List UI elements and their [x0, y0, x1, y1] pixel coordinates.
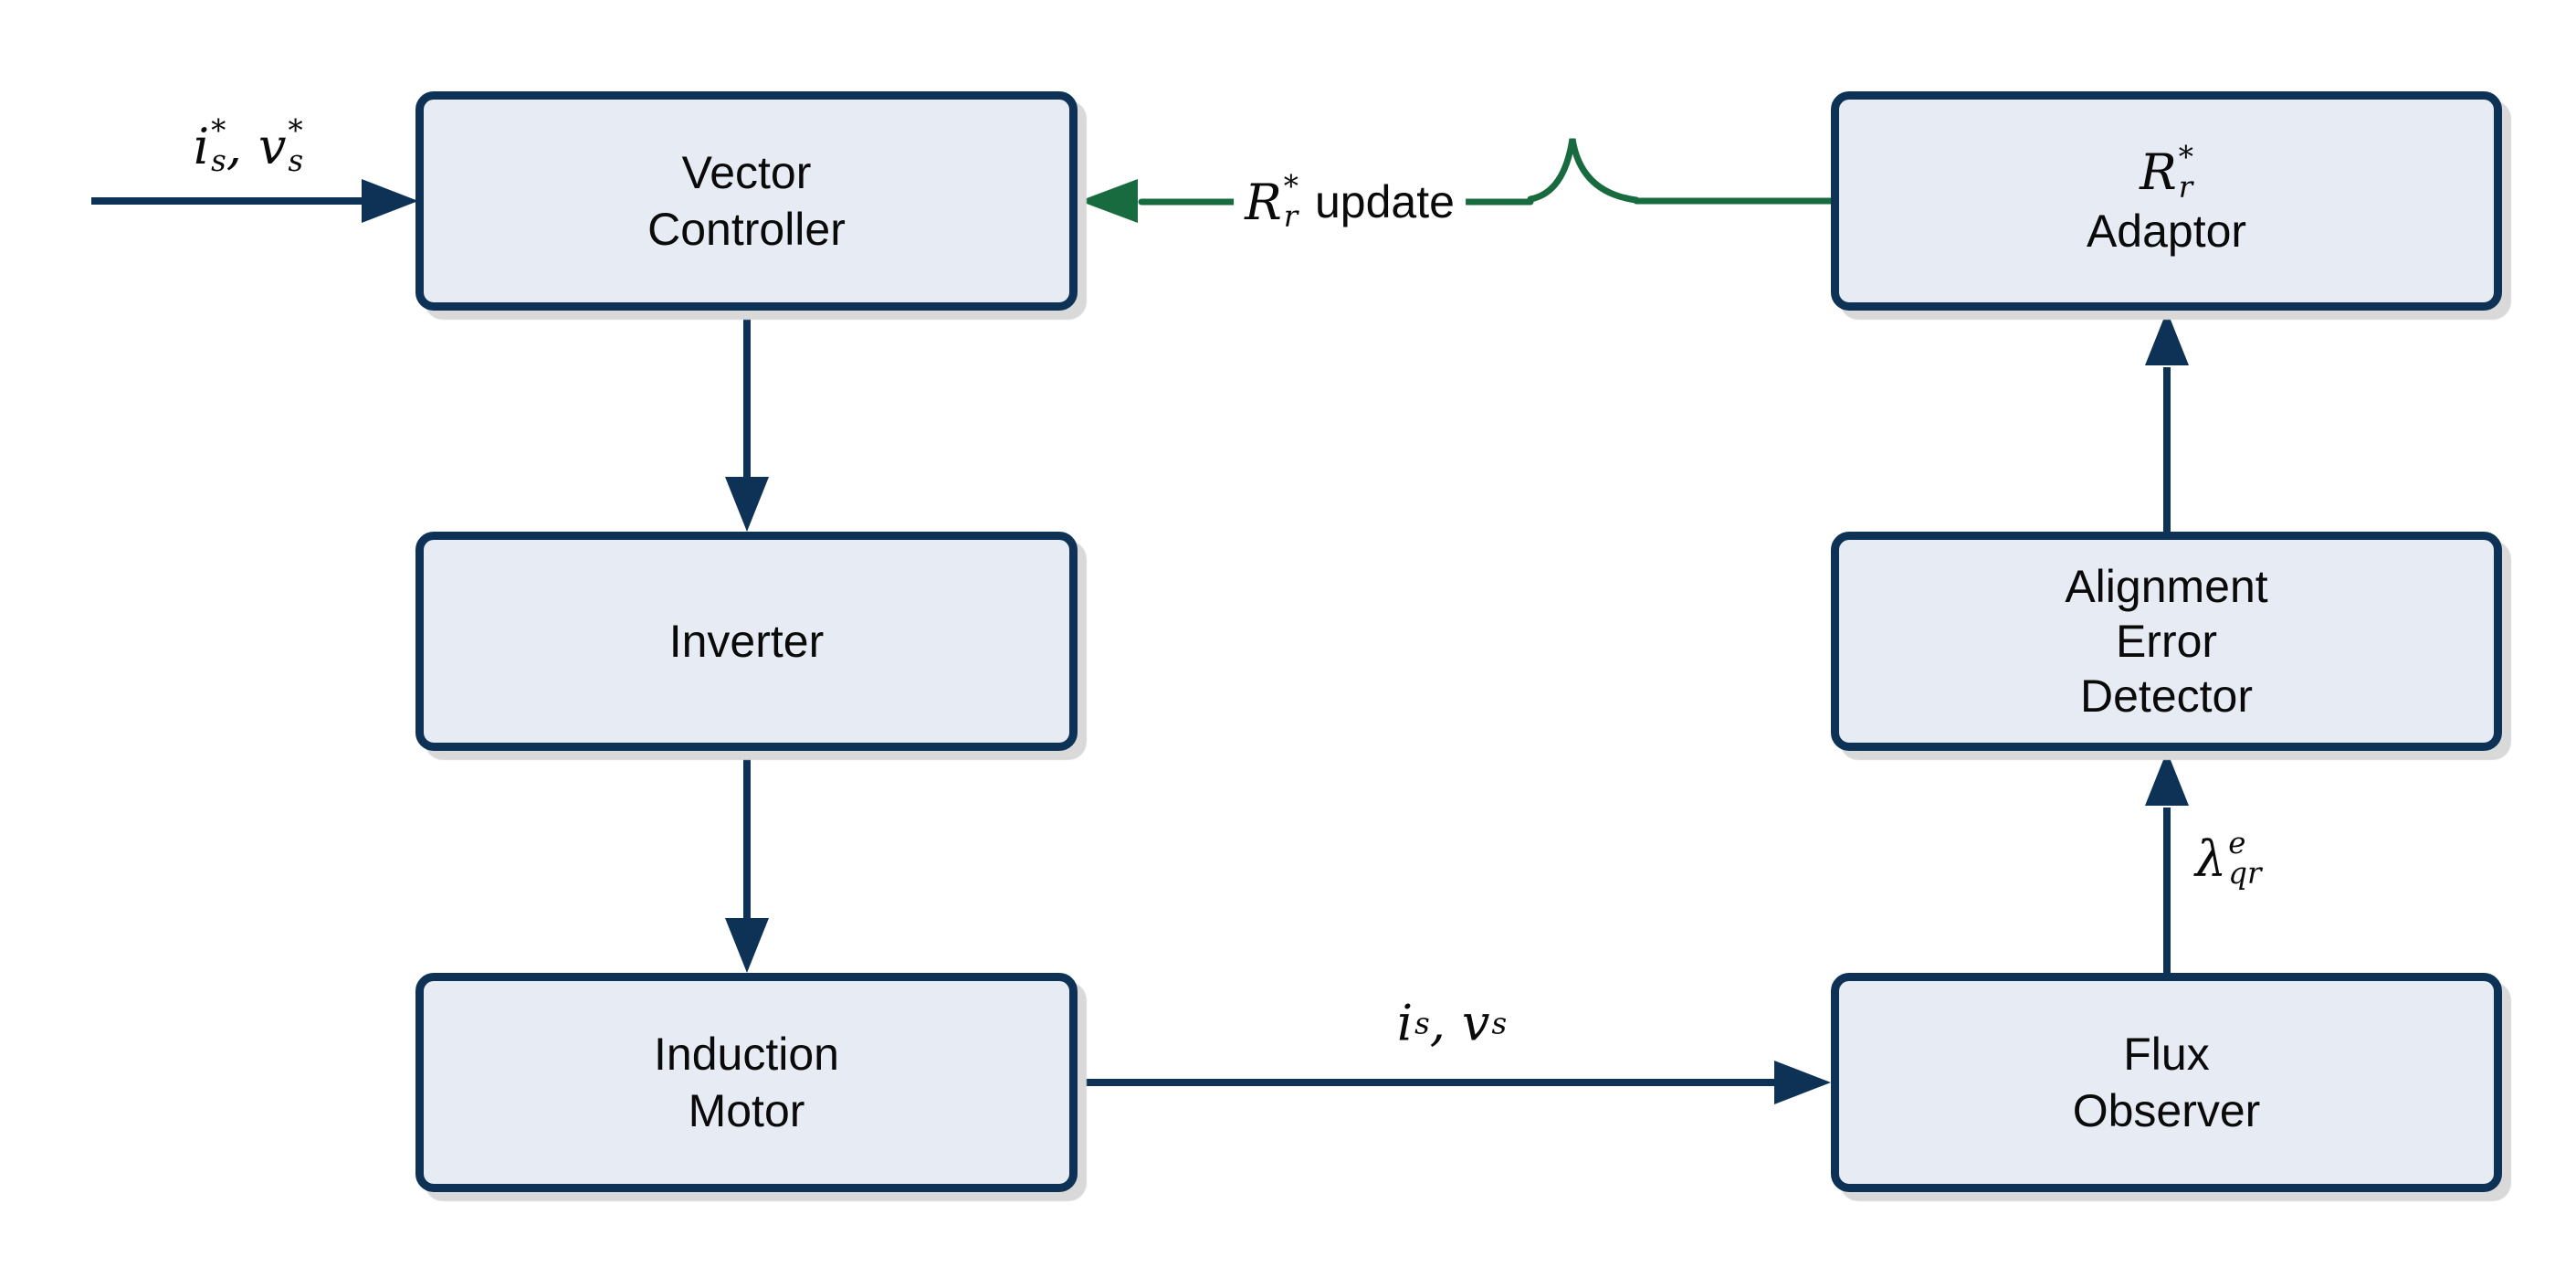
box-rr-adaptor-line2: Adaptor [2086, 206, 2247, 258]
rr-adaptor-math-sup: * [2178, 139, 2193, 174]
arrow-observer-to-detector-head [2145, 751, 2189, 806]
arrow-detector-to-adaptor-head [2145, 311, 2189, 365]
rr-update-scripts: *r [1283, 168, 1299, 234]
arrow-controller-to-inverter-head [725, 477, 769, 532]
rr-adaptor-math-sub: r [2178, 170, 2193, 205]
input-v-scripts: *s [288, 112, 304, 178]
box-alignment-error-detector: Alignment Error Detector [1831, 532, 2502, 751]
box-alignment-error-detector-line3: Detector [2080, 670, 2253, 722]
arrow-adaptor-to-controller-head [1079, 179, 1138, 223]
lambda-sub: qr [2228, 856, 2262, 891]
input-i-sub: s [211, 143, 226, 178]
box-rr-adaptor-math: R*r [2140, 139, 2193, 205]
box-alignment-error-detector-line2: Error [2115, 616, 2218, 667]
box-rr-adaptor: R*r Adaptor [1831, 91, 2502, 311]
label-input-references: i*s,v*s [193, 112, 304, 178]
box-inverter: Inverter [415, 532, 1078, 751]
input-i-scripts: *s [211, 112, 226, 178]
rr-update-base: R [1245, 173, 1282, 231]
rr-update-sup: * [1283, 168, 1299, 204]
input-v-base: v [258, 117, 287, 175]
rr-adaptor-math-base: R [2140, 143, 2177, 202]
isvs-comma: , [1429, 994, 1446, 1052]
isvs-v-base: v [1461, 994, 1490, 1052]
isvs-i-base: i [1396, 994, 1414, 1052]
input-i-base: i [193, 117, 210, 175]
rr-update-sub: r [1283, 199, 1299, 234]
lambda-base: λ [2195, 829, 2227, 888]
input-i-sup: * [211, 112, 226, 148]
box-inverter-line1: Inverter [668, 616, 825, 667]
rr-adaptor-math-scripts: *r [2178, 139, 2193, 205]
lambda-sup: e [2228, 825, 2246, 860]
box-flux-observer-line1: Flux [2123, 1029, 2210, 1080]
rr-update-word: update [1314, 176, 1455, 227]
input-v-sub: s [288, 143, 304, 178]
box-vector-controller-line2: Controller [647, 204, 846, 255]
input-comma: , [226, 117, 242, 175]
isvs-v-sub: s [1491, 1006, 1508, 1040]
box-vector-controller-line1: Vector [681, 147, 812, 198]
box-flux-observer: Flux Observer [1831, 973, 2502, 1192]
arrow-input-head [362, 179, 418, 223]
arrow-inverter-to-motor-head [725, 918, 769, 973]
update-spike-decoration [1527, 138, 1640, 204]
box-induction-motor-line1: Induction [654, 1029, 839, 1080]
box-vector-controller: Vector Controller [415, 91, 1078, 311]
box-alignment-error-detector-line1: Alignment [2065, 561, 2268, 612]
box-induction-motor: Induction Motor [415, 973, 1078, 1192]
isvs-i-sub: s [1414, 1006, 1430, 1040]
box-flux-observer-line2: Observer [2072, 1085, 2261, 1136]
input-v-sup: * [288, 112, 303, 148]
box-induction-motor-line2: Motor [688, 1085, 805, 1136]
arrow-motor-to-observer-head [1774, 1061, 1831, 1104]
